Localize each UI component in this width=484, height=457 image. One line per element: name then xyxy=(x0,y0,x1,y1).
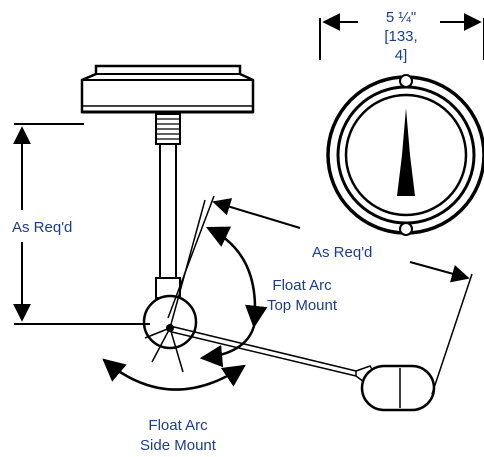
height-label: As Req'd xyxy=(12,219,72,236)
arm-length-label: As Req'd xyxy=(312,244,372,261)
float-arc-side-line1: Float Arc xyxy=(148,417,208,434)
float xyxy=(355,364,436,412)
gauge-width-metric-line2: 4] xyxy=(395,47,408,64)
height-dimension xyxy=(12,123,150,325)
float-arc-top-line2: Top Mount xyxy=(267,297,338,314)
float-arc-side-mount-arrow xyxy=(102,358,246,391)
gauge-needle xyxy=(397,108,415,196)
float-arm xyxy=(169,325,357,377)
gauge-width-label: 5 ¼" xyxy=(386,9,416,26)
arm-length-dimension xyxy=(167,195,473,395)
sender-tube xyxy=(159,144,177,278)
gauge-width-metric-line1: [133, xyxy=(384,28,417,45)
float-arc-side-line2: Side Mount xyxy=(140,437,217,454)
float-arc-top-line1: Float Arc xyxy=(272,277,332,294)
sender-collar xyxy=(155,113,181,145)
float-arc-top-mount-arrow xyxy=(199,226,268,368)
sender-head xyxy=(80,64,255,114)
gauge-width-dimension xyxy=(319,13,484,60)
